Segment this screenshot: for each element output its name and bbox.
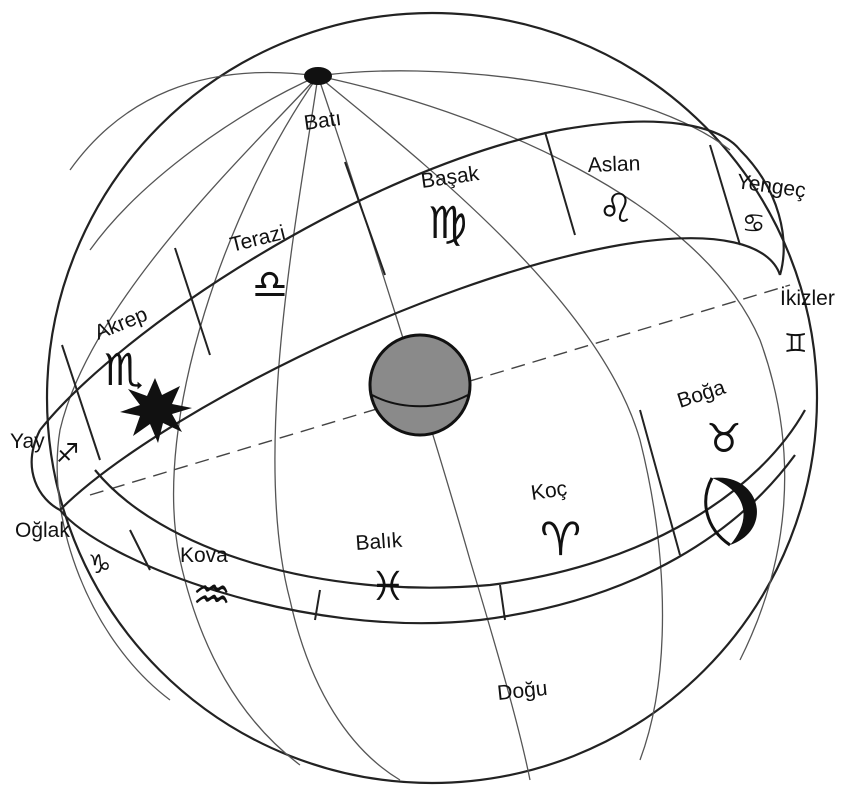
sign-label-akrep: Akrep	[91, 303, 150, 345]
sign-glyph-balik: ♓	[370, 564, 406, 610]
sign-label-ikizler: İkizler	[780, 287, 835, 310]
sign-glyph-boga: ♉	[706, 416, 742, 462]
sign-glyph-terazi: ♎	[252, 262, 288, 308]
sign-glyph-basak: ♍	[428, 198, 467, 249]
sign-glyph-kova: ♒	[192, 570, 231, 621]
sign-label-aslan: Aslan	[587, 152, 640, 177]
sign-label-koc: Koç	[529, 477, 568, 505]
sign-glyph-koc: ♈	[540, 512, 581, 566]
sign-label-yay: Yay	[10, 430, 45, 453]
sign-label-basak: Başak	[419, 162, 480, 193]
sign-glyph-yengec: ♋	[742, 209, 765, 239]
sign-label-yengec: Yengeç	[735, 170, 807, 202]
sign-glyph-yay: ♐	[56, 439, 79, 469]
sign-glyph-aslan: ♌	[598, 186, 634, 232]
sign-label-kova: Kova	[180, 544, 228, 567]
east-label: Doğu	[496, 677, 548, 705]
earth-globe	[370, 335, 470, 435]
sign-label-boga: Boğa	[674, 376, 728, 413]
sign-glyph-oglak: ♑	[88, 550, 111, 580]
sign-glyph-akrep: ♏	[104, 345, 143, 396]
sign-label-balik: Balık	[355, 529, 404, 555]
sign-glyph-ikizler: ♊	[784, 329, 807, 359]
pole-marker	[304, 67, 332, 85]
sign-label-oglak: Oğlak	[15, 519, 70, 542]
